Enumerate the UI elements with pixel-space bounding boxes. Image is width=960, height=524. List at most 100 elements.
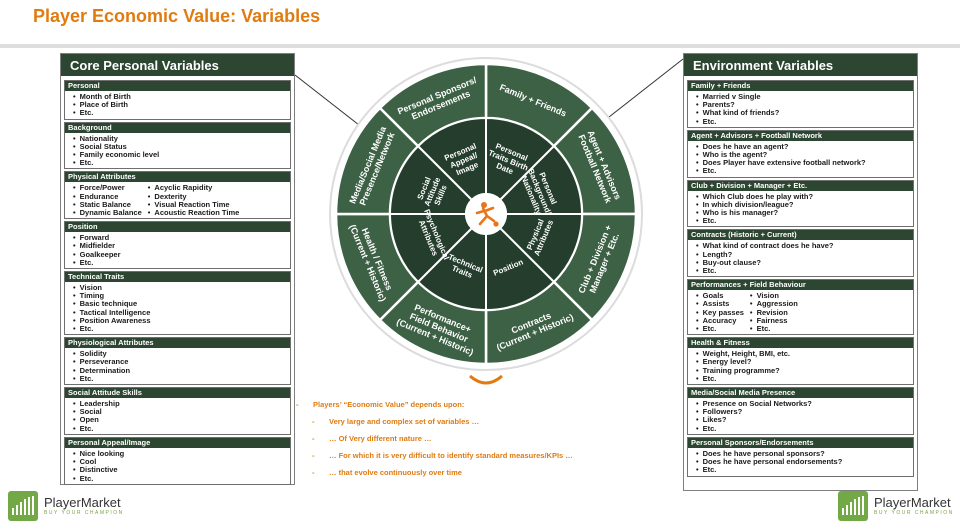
- variable-item: Nationality: [73, 134, 287, 143]
- section-title: Agent + Advisors + Football Network: [688, 130, 913, 141]
- variable-section: Performances + Field BehaviourGoalsAssis…: [687, 279, 914, 336]
- section-items: Month of BirthPlace of BirthEtc.: [65, 91, 290, 119]
- variable-item: What kind of friends?: [696, 109, 910, 117]
- logo-bars-icon: [8, 491, 38, 521]
- section-title: Media/Social Media Presence: [688, 388, 913, 399]
- variable-item: Acoustic Reaction Time: [148, 208, 239, 217]
- variable-item: Does Player have extensive football netw…: [696, 159, 910, 167]
- variable-item: Timing: [73, 292, 287, 300]
- item-columns: Force/PowerEnduranceStatic BalanceDynami…: [73, 184, 287, 217]
- variable-item: Who is the agent?: [696, 150, 910, 159]
- section-items: Does he have an agent?Who is the agent?D…: [688, 141, 913, 177]
- variable-item: Position Awareness: [73, 316, 287, 325]
- item-column: Force/PowerEnduranceStatic BalanceDynami…: [73, 184, 142, 217]
- variable-section: Social Attitude SkillsLeadershipSocialOp…: [64, 387, 291, 435]
- variable-item: Etc.: [696, 217, 910, 225]
- variable-section: PositionForwardMidfielderGoalkeeperEtc.: [64, 221, 291, 270]
- note-bullet: -… Of Very different nature …: [296, 434, 666, 451]
- variable-item: In which division/league?: [696, 200, 910, 209]
- variable-item: Length?: [696, 250, 910, 259]
- variable-item: Does he have an agent?: [696, 142, 910, 151]
- logo-name: PlayerMarket: [874, 494, 951, 510]
- chevron-down-icon: [469, 374, 503, 385]
- page-title: Player Economic Value: Variables: [33, 6, 321, 26]
- section-items: LeadershipSocialOpenEtc.: [65, 398, 290, 434]
- variable-item: Etc.: [73, 374, 287, 383]
- section-title: Contracts (Historic + Current): [688, 230, 913, 241]
- section-items: NationalitySocial StatusFamily economic …: [65, 133, 290, 169]
- variable-item: Etc.: [73, 258, 287, 267]
- logo-tagline: BUY YOUR CHAMPION: [874, 509, 954, 516]
- section-title: Family + Friends: [688, 81, 913, 91]
- variable-item: Buy-out clause?: [696, 258, 910, 267]
- note-marker: -: [312, 417, 315, 426]
- variable-section: Personal Appeal/ImageNice lookingCoolDis…: [64, 436, 291, 485]
- variable-section: Family + FriendsMarried v SingleParents?…: [687, 80, 914, 128]
- note-marker: -: [312, 468, 315, 477]
- variable-item: Visual Reaction Time: [148, 200, 240, 209]
- variable-item: Etc.: [750, 324, 798, 333]
- logo-text: PlayerMarket BUY YOUR CHAMPION: [44, 494, 124, 517]
- variable-item: Aggression: [750, 300, 798, 308]
- variable-item: Does he have personal endorsements?: [696, 457, 910, 466]
- logo-name: PlayerMarket: [44, 494, 121, 510]
- variable-item: Forward: [73, 234, 287, 242]
- variable-item: Etc.: [696, 324, 744, 333]
- variable-item: Tactical Intelligence: [73, 308, 287, 317]
- variable-item: Training programme?: [696, 366, 910, 375]
- variable-item: Weight, Height, BMI, etc.: [696, 350, 910, 358]
- variable-item: Etc.: [696, 167, 910, 175]
- section-items: VisionTimingBasic techniqueTactical Inte…: [65, 282, 290, 334]
- variable-item: Etc.: [73, 159, 287, 167]
- section-items: Presence on Social Networks?Followers?Li…: [688, 398, 913, 434]
- section-items: Force/PowerEnduranceStatic BalanceDynami…: [65, 182, 290, 218]
- note-bullet-text: … Of Very different nature …: [329, 434, 432, 443]
- variable-item: Etc.: [73, 474, 287, 483]
- section-title: Health & Fitness: [688, 338, 913, 349]
- panel-title: Core Personal Variables: [61, 54, 294, 78]
- variable-item: Acyclic Rapidity: [148, 184, 240, 192]
- section-title: Personal Sponsors/Endorsements: [688, 437, 913, 448]
- section-title: Personal: [65, 81, 290, 91]
- note-bullet-text: … that evolve continuously over time: [329, 468, 462, 477]
- section-title: Position: [65, 222, 290, 233]
- environment-variables-panel: Environment Variables Family + FriendsMa…: [683, 53, 918, 491]
- variable-item: Etc.: [696, 424, 910, 433]
- item-column: VisionAggressionRevisionFairnessEtc.: [750, 292, 798, 333]
- note-bullet-text: … For which it is very difficult to iden…: [329, 451, 573, 460]
- note-bullet: -Very large and complex set of variables…: [296, 417, 666, 434]
- logo-text: PlayerMarket BUY YOUR CHAMPION: [874, 494, 954, 517]
- panel-title: Environment Variables: [684, 54, 917, 78]
- core-personal-variables-panel: Core Personal Variables PersonalMonth of…: [60, 53, 295, 485]
- section-items: ForwardMidfielderGoalkeeperEtc.: [65, 232, 290, 268]
- variable-item: Assists: [696, 300, 744, 308]
- variable-item: Midfielder: [73, 242, 287, 250]
- variable-item: Which Club does he play with?: [696, 192, 910, 201]
- section-items: SolidityPerseveranceDeterminationEtc.: [65, 348, 290, 384]
- variable-item: Etc.: [696, 266, 910, 275]
- section-title: Personal Appeal/Image: [65, 437, 290, 448]
- section-title: Social Attitude Skills: [65, 388, 290, 399]
- playermarket-logo-right: PlayerMarket BUY YOUR CHAMPION: [838, 491, 954, 521]
- section-items: What kind of contract does he have?Lengt…: [688, 240, 913, 276]
- note-marker: -: [296, 400, 299, 409]
- note-main-text: Players’ “Economic Value” depends upon:: [313, 400, 465, 409]
- variable-item: Etc.: [696, 466, 910, 474]
- variable-item: Presence on Social Networks?: [696, 399, 910, 408]
- logo-bars-icon: [838, 491, 868, 521]
- section-title: Technical Traits: [65, 272, 290, 283]
- variable-section: Personal Sponsors/EndorsementsDoes he ha…: [687, 436, 914, 477]
- section-list: PersonalMonth of BirthPlace of BirthEtc.…: [61, 80, 294, 485]
- section-title: Performances + Field Behaviour: [688, 280, 913, 291]
- variable-item: Does he have personal sponsors?: [696, 449, 910, 458]
- item-column: GoalsAssistsKey passesAccuracyEtc.: [696, 292, 744, 333]
- variable-item: Married v Single: [696, 92, 910, 101]
- variable-item: Etc.: [73, 109, 287, 117]
- variable-section: Physiological AttributesSolidityPersever…: [64, 337, 291, 386]
- section-title: Club + Division + Manager + Etc.: [688, 180, 913, 191]
- variable-item: Vision: [750, 292, 798, 300]
- section-items: GoalsAssistsKey passesAccuracyEtc.Vision…: [688, 290, 913, 334]
- variable-section: Media/Social Media PresencePresence on S…: [687, 387, 914, 435]
- playermarket-logo-left: PlayerMarket BUY YOUR CHAMPION: [8, 491, 124, 521]
